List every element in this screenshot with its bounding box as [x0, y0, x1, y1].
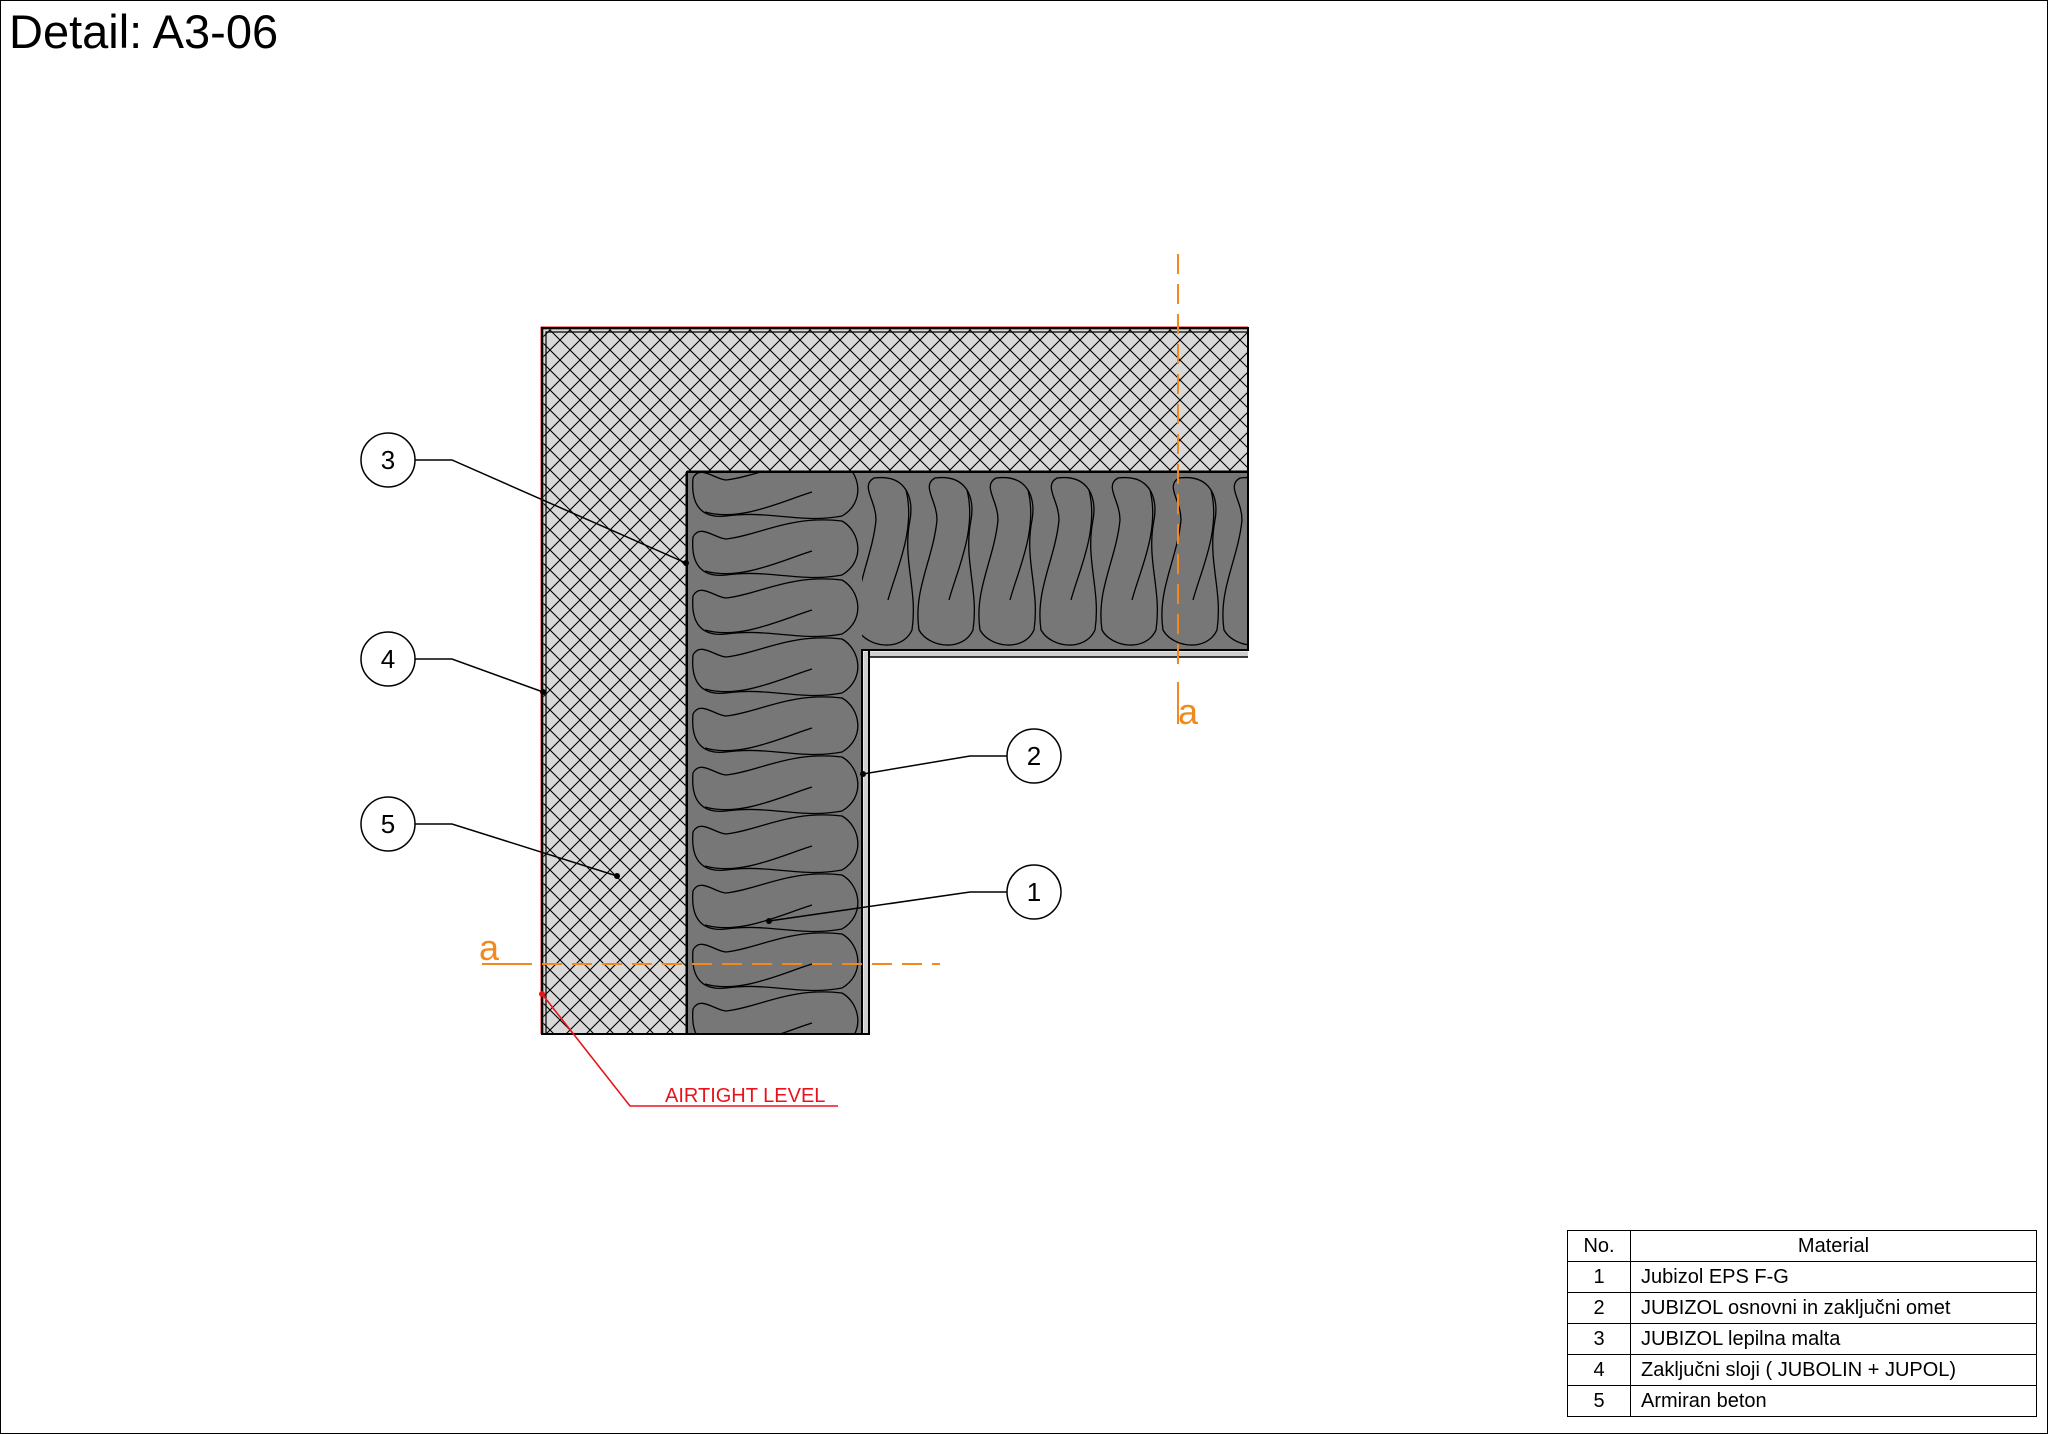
table-row: 4 Zaključni sloji ( JUBOLIN + JUPOL)	[1567, 1354, 2037, 1386]
legend-row-no: 5	[1567, 1385, 1631, 1417]
legend-header-no: No.	[1567, 1230, 1631, 1262]
table-row: 3 JUBIZOL lepilna malta	[1567, 1323, 2037, 1355]
concrete-wall	[541, 327, 1249, 1035]
legend-header-row: No. Material	[1567, 1230, 2037, 1262]
table-row: 5 Armiran beton	[1567, 1385, 2037, 1417]
callout-5: 5	[360, 796, 620, 879]
section-mark-a-right: a	[1178, 691, 1199, 732]
table-row: 1 Jubizol EPS F-G	[1567, 1261, 2037, 1293]
legend-row-material: Jubizol EPS F-G	[1630, 1261, 2037, 1293]
airtight-leader	[541, 993, 838, 1107]
legend-row-no: 1	[1567, 1261, 1631, 1293]
section-mark-a-left: a	[479, 927, 500, 968]
table-row: 2 JUBIZOL osnovni in zaključni omet	[1567, 1292, 2037, 1324]
callout-1: 1	[766, 864, 1062, 924]
insulation-pattern-horizontal	[862, 477, 1248, 646]
drawing-outline	[541, 327, 1249, 1035]
callout-3-number: 3	[381, 445, 395, 475]
legend-row-no: 2	[1567, 1292, 1631, 1324]
legend-row-no: 4	[1567, 1354, 1631, 1386]
callout-3: 3	[360, 432, 689, 566]
legend-row-material: Armiran beton	[1630, 1385, 2037, 1417]
insulation-pattern-vertical	[692, 472, 859, 1035]
callout-5-number: 5	[381, 809, 395, 839]
callout-4-number: 4	[381, 644, 395, 674]
airtight-label: AIRTIGHT LEVEL	[665, 1085, 825, 1107]
finishing-layer-outline	[545, 331, 1248, 1034]
legend-row-material: Zaključni sloji ( JUBOLIN + JUPOL)	[1630, 1354, 2037, 1386]
legend-row-no: 3	[1567, 1323, 1631, 1355]
callout-1-number: 1	[1027, 877, 1041, 907]
legend-row-material: JUBIZOL osnovni in zaključni omet	[1630, 1292, 2037, 1324]
legend-header-material: Material	[1630, 1230, 2037, 1262]
material-legend-table: No. Material 1 Jubizol EPS F-G 2 JUBIZOL…	[1567, 1230, 2037, 1417]
detail-title: Detail: A3-06	[9, 5, 279, 58]
callout-4: 4	[360, 631, 546, 695]
callout-2: 2	[860, 728, 1062, 784]
insulation-block	[686, 471, 1249, 1035]
legend-row-material: JUBIZOL lepilna malta	[1630, 1323, 2037, 1355]
airtight-leader-dot	[539, 991, 545, 997]
callout-2-number: 2	[1027, 741, 1041, 771]
